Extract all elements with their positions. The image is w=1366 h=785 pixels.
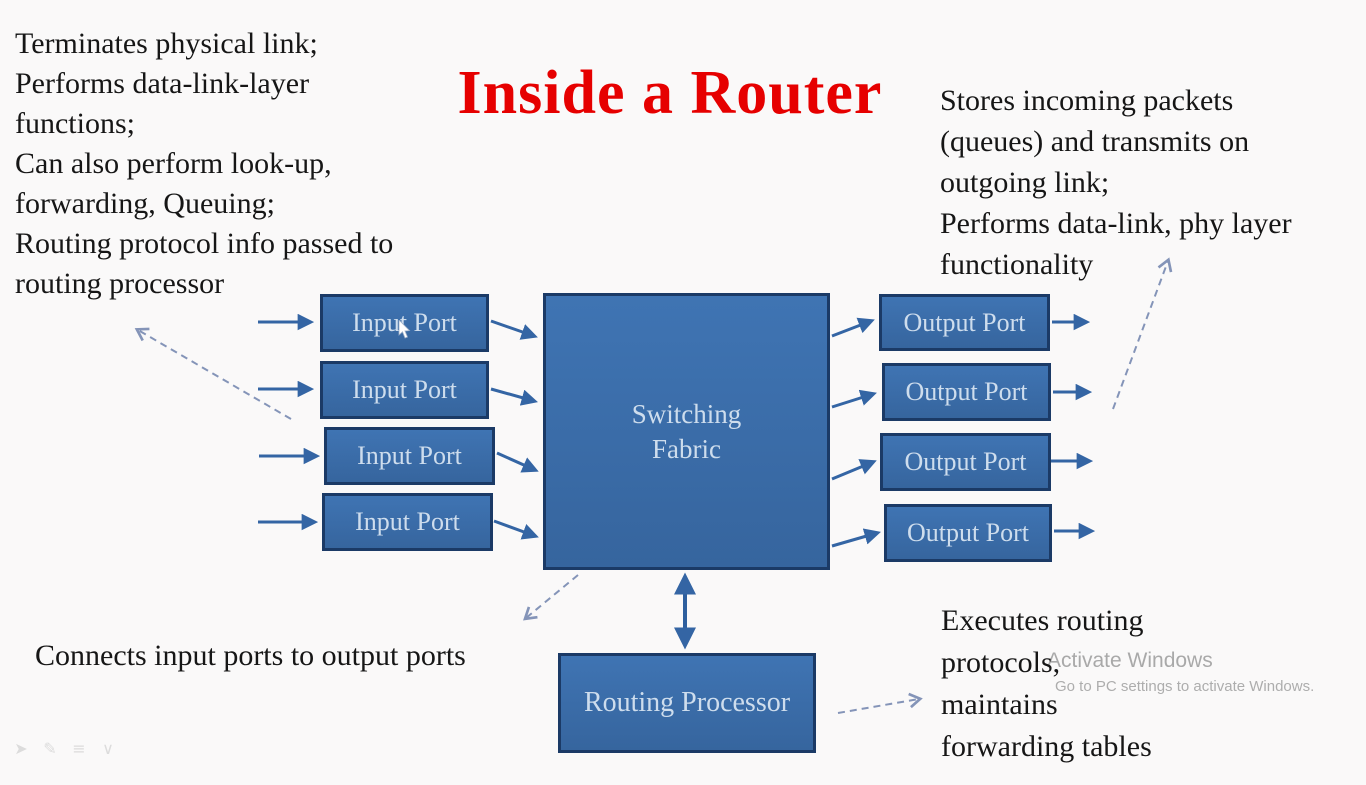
collapse-toolbar-icon[interactable]: ∨	[102, 739, 114, 758]
input-port-box-4: Input Port	[322, 493, 493, 551]
routing-processor-box: Routing Processor	[558, 653, 816, 753]
callout-arrow-output-note	[1112, 257, 1173, 410]
switching-fabric-note: Connects input ports to output ports	[35, 639, 466, 672]
input-port-box-1: Input Port	[320, 294, 489, 352]
fabric-to-output-arrows	[831, 317, 881, 548]
callout-arrow-input-note	[134, 327, 292, 420]
presenter-toolbar: ➤ ✎ ≡ ∨	[12, 740, 117, 758]
output-port-box-2: Output Port	[882, 363, 1051, 421]
input-port-box-3: Input Port	[324, 427, 495, 485]
output-port-box-1: Output Port	[879, 294, 1050, 351]
mouse-cursor	[398, 320, 411, 339]
input-to-fabric-arrows	[490, 319, 539, 540]
output-port-box-4: Output Port	[884, 504, 1052, 562]
switching-fabric-box: Switching Fabric	[543, 293, 830, 570]
input-port-box-2: Input Port	[320, 361, 489, 419]
output-exit-arrows	[1051, 313, 1096, 540]
callout-arrow-fabric-note	[523, 574, 579, 621]
output-port-box-3: Output Port	[880, 433, 1051, 491]
pointer-tool-icon[interactable]: ➤	[14, 739, 28, 758]
annotation-menu-icon[interactable]: ≡	[72, 739, 86, 758]
input-port-note: Terminates physical link; Performs data-…	[15, 27, 394, 300]
slide-title: Inside a Router	[457, 59, 883, 127]
activate-windows-subtext: Go to PC settings to activate Windows.	[1055, 678, 1315, 695]
output-port-note: Stores incoming packets (queues) and tra…	[940, 84, 1292, 281]
pen-tool-icon[interactable]: ✎	[43, 739, 57, 758]
callout-arrow-processor-note	[837, 692, 923, 714]
activate-windows-watermark: Activate Windows	[1047, 649, 1213, 672]
routing-processor-note: Executes routing protocols, maintains fo…	[941, 604, 1152, 763]
input-feed-arrows	[258, 313, 321, 531]
